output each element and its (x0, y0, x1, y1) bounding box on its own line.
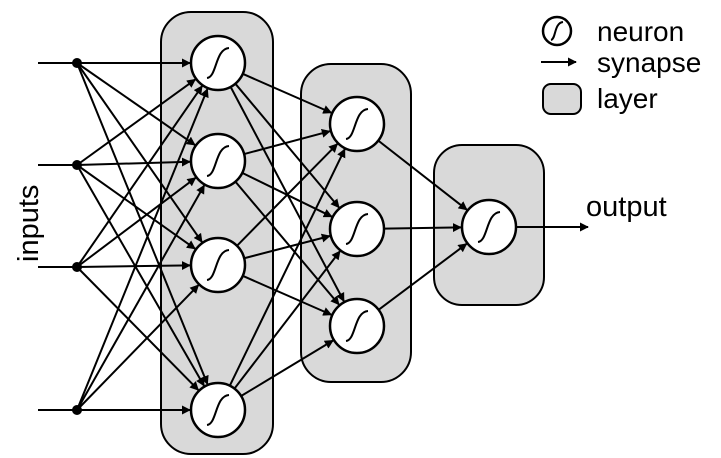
input-to-hidden1-synapse-1-1 (76, 157, 191, 167)
hidden1-to-hidden2-synapse-0-0 (242, 72, 333, 114)
legend-layer-icon (542, 83, 582, 115)
hidden1-neuron-0 (189, 34, 247, 92)
input-nodes (38, 58, 82, 415)
input-to-hidden1-synapse-2-0 (76, 85, 203, 268)
output-label: output (586, 191, 667, 223)
sigmoid-icon (345, 310, 369, 342)
hidden1-to-hidden2-synapse-3-2 (240, 339, 334, 397)
inputs-label: inputs (13, 185, 45, 262)
hidden1-neuron-2 (189, 236, 247, 294)
input-to-hidden1-synapse-0-2 (76, 62, 203, 243)
hidden1-to-hidden2-synapse-3-1 (233, 250, 341, 390)
hidden1-to-hidden2-synapse-1-2 (234, 181, 340, 306)
hidden2-to-output-synapse-2-0 (378, 243, 468, 311)
output-neuron-0 (460, 198, 518, 256)
hidden-layer-1-box (160, 11, 274, 455)
hidden1-to-hidden2-synapse-3-0 (228, 148, 346, 387)
input-node-1 (72, 160, 82, 170)
sigmoid-icon (206, 47, 230, 79)
legend-neuron-label: neuron (597, 16, 684, 47)
hidden2-neuron-0 (328, 95, 386, 153)
hidden1-to-hidden2-synapse-1-0 (243, 128, 331, 156)
hidden1-to-hidden2-synapse-0-1 (234, 83, 340, 209)
input-to-hidden1-synapse-3-0 (76, 88, 209, 411)
hidden1-to-hidden2-synapse-2-2 (242, 274, 333, 316)
sigmoid-icon (345, 213, 369, 245)
hidden2-neuron-1 (328, 200, 386, 258)
neurons (189, 34, 518, 439)
hidden1-neuron-1 (189, 132, 247, 190)
legend-synapse-label: synapse (597, 47, 701, 78)
hidden1-neuron-3 (189, 381, 247, 439)
synapses (76, 58, 468, 415)
hidden2-neuron-2 (328, 297, 386, 355)
sigmoid-icon (206, 394, 230, 426)
legend-layer-label: layer (597, 83, 658, 114)
input-node-0 (72, 58, 82, 68)
sigmoid-icon (206, 145, 230, 177)
input-to-hidden1-synapse-0-1 (76, 62, 196, 146)
input-to-hidden1-synapse-1-3 (76, 164, 205, 387)
sigmoid-icon (345, 108, 369, 140)
legend: neuron synapse layer (541, 15, 701, 115)
legend-neuron-icon (541, 15, 573, 47)
hidden2-to-output-synapse-1-0 (383, 223, 462, 233)
input-to-hidden1-synapse-2-3 (76, 266, 200, 391)
sigmoid-icon (206, 249, 230, 281)
input-to-hidden1-synapse-0-3 (76, 62, 209, 385)
hidden2-to-output-synapse-0-0 (377, 139, 468, 211)
input-to-hidden1-synapse-3-1 (76, 184, 206, 411)
input-to-hidden1-synapse-2-2 (76, 261, 191, 271)
hidden1-to-hidden2-synapse-2-0 (236, 143, 339, 247)
sigmoid-icon (477, 211, 501, 243)
input-node-2 (72, 262, 82, 272)
hidden1-to-hidden2-synapse-2-1 (243, 233, 331, 260)
input-to-hidden1-synapse-3-2 (76, 284, 200, 411)
input-node-3 (72, 405, 82, 415)
input-to-hidden1-synapse-2-1 (76, 177, 197, 268)
input-to-hidden1-synapse-1-0 (76, 78, 197, 166)
